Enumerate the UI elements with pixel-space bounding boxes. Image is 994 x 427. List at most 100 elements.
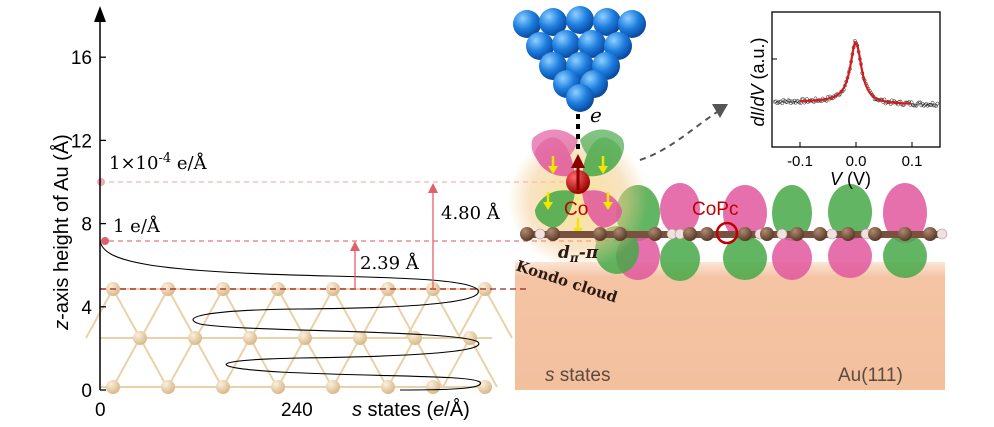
inset-data-point — [935, 101, 940, 106]
co-label: Co — [564, 199, 588, 220]
inset-x-tick-label: -0.1 — [787, 153, 813, 170]
au-atom — [381, 282, 395, 296]
au-atom — [353, 331, 367, 345]
tip-atom — [526, 32, 554, 60]
inset-x-tick-label: 0.0 — [846, 153, 867, 170]
orbital-lobe — [772, 185, 812, 241]
lattice-bond — [250, 288, 279, 339]
au-atom — [426, 380, 440, 394]
lattice-bond — [414, 337, 443, 388]
spin-up-arrow-icon — [571, 154, 585, 190]
c-atom — [648, 227, 662, 241]
c-atom — [760, 227, 774, 241]
au-atom — [161, 282, 175, 296]
c-atom — [813, 227, 827, 241]
density-label-low: 1 e/Å — [113, 215, 161, 237]
au-atom — [463, 331, 477, 345]
inset-data-point — [787, 98, 792, 103]
inset-data-point — [914, 103, 919, 108]
inset-data-point — [922, 103, 926, 108]
au-atom — [271, 380, 285, 394]
au-substrate — [515, 262, 945, 390]
tip-atom — [578, 30, 606, 58]
c-atom — [923, 227, 937, 241]
co-orbital — [531, 129, 625, 228]
c-atom — [683, 227, 697, 241]
tip-atom — [566, 6, 594, 34]
au-atom — [161, 380, 175, 394]
au-atom — [106, 380, 120, 394]
tip-atom — [539, 8, 567, 36]
orbital-lobe — [723, 236, 767, 280]
lattice-bond — [457, 288, 486, 339]
lattice-bond — [387, 337, 416, 388]
y-axis-label: z-axis height of Au (Å) — [50, 134, 73, 331]
copc-atoms — [520, 227, 948, 241]
au-atom — [271, 282, 285, 296]
lattice-bond — [112, 337, 141, 388]
h-atom — [936, 228, 948, 240]
c-atom — [738, 227, 752, 241]
lattice-bond — [469, 337, 498, 388]
lattice-bond — [194, 337, 223, 388]
h-atom — [826, 228, 838, 240]
orbital-lobe — [828, 234, 872, 278]
lattice-bond — [277, 288, 306, 339]
lattice-bond — [222, 337, 251, 388]
lattice-bond — [167, 337, 196, 388]
au-atom — [408, 331, 422, 345]
c-atom — [546, 227, 560, 241]
height-arrow-large — [428, 183, 438, 289]
s-states-label: s states — [545, 365, 610, 386]
au-atom — [326, 380, 340, 394]
orbital-lobe — [660, 183, 700, 235]
inset-x-label: V (V) — [830, 169, 871, 189]
inset-frame — [771, 11, 941, 148]
copc-label: CoPc — [692, 199, 738, 220]
c-atom — [790, 227, 804, 241]
lattice-bond — [442, 337, 471, 388]
au-atom — [298, 331, 312, 345]
height-label-large: 4.80 Å — [441, 202, 501, 224]
inset-data-point — [929, 102, 934, 107]
c-atom — [841, 227, 855, 241]
lattice-bond — [112, 288, 141, 339]
h-atom — [776, 228, 788, 240]
lattice-bond — [249, 337, 278, 388]
inset-data-point — [925, 103, 930, 108]
tip-atom — [513, 10, 541, 38]
orbital-lobe — [772, 236, 812, 280]
y-tick-label: 16 — [71, 48, 92, 69]
tip-atom — [552, 30, 580, 58]
y-axis-arrow-icon — [94, 6, 106, 22]
orbital-lobe — [883, 183, 927, 243]
lattice-bond — [360, 288, 389, 339]
au-atom — [133, 331, 147, 345]
lattice-bond — [359, 337, 388, 388]
x-tick-0: 0 — [95, 400, 106, 421]
lattice-bond — [140, 288, 169, 339]
copc-center-marker — [715, 221, 739, 245]
x-tick-240: 240 — [281, 400, 313, 421]
c-atom — [593, 227, 607, 241]
substrate-label: Au(111) — [838, 365, 903, 386]
c-atom — [520, 227, 534, 241]
orbital-lobe — [828, 184, 872, 240]
inset-pointer-arrow-head-icon — [712, 104, 728, 118]
y-tick-label: 12 — [71, 131, 92, 152]
inset-data-point — [917, 100, 921, 105]
density-marker-low — [101, 237, 109, 245]
orbital-lobe — [660, 237, 700, 281]
density-label-high: 1×10-4 e/Å — [109, 151, 208, 174]
c-atom — [868, 227, 882, 241]
inset-data-point — [796, 99, 801, 104]
electron-label: e — [590, 103, 602, 127]
lattice-bond — [405, 288, 434, 339]
au-atom — [188, 331, 202, 345]
lattice-bond — [432, 288, 461, 339]
au-atom — [216, 380, 230, 394]
height-label-small: 2.39 Å — [360, 252, 420, 274]
